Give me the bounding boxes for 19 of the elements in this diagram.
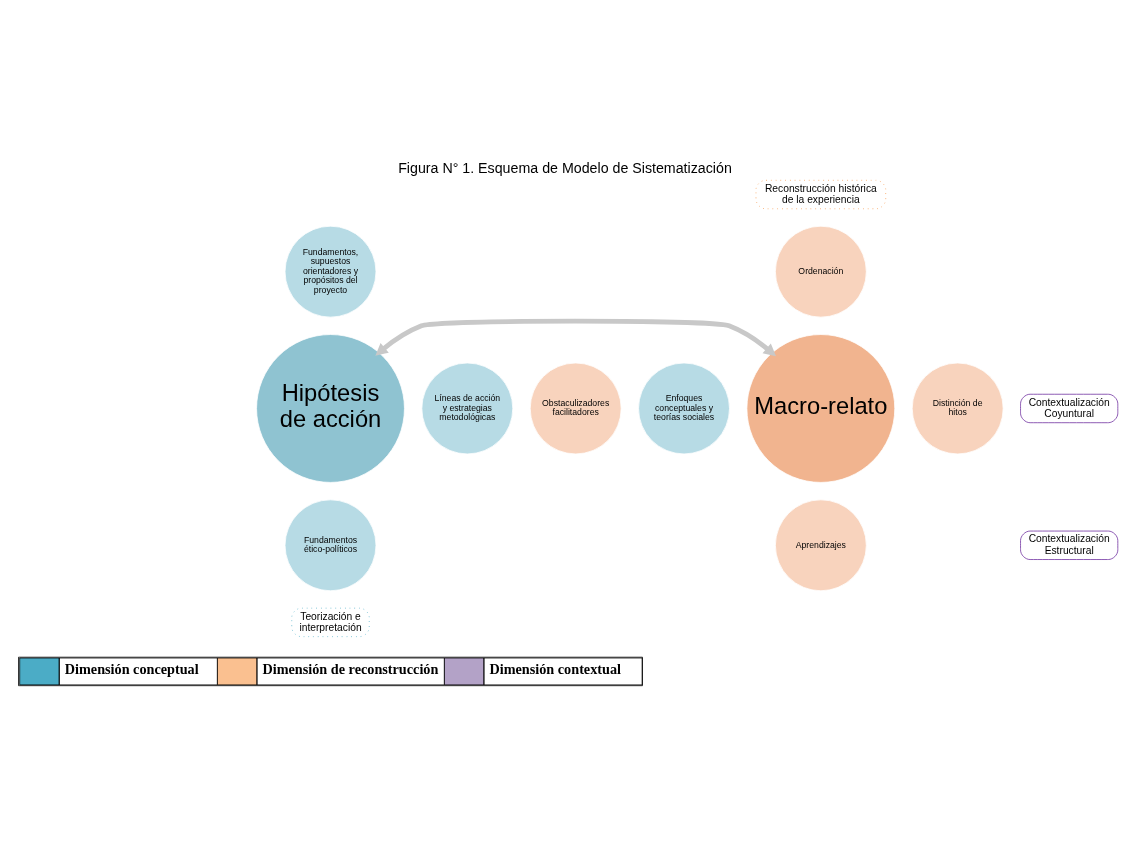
node-circle: Ordenación [774, 225, 867, 318]
node-box: Reconstrucción histórica de la experiencia [755, 179, 887, 209]
node-circle: Hipótesis de acción [256, 333, 405, 483]
node-box: Teorización e interpretación [291, 607, 370, 637]
legend-label: Dimensión contextual [489, 660, 621, 677]
diagram-title: Figura N° 1. Esquema de Modelo de Sistematización [398, 159, 732, 176]
node-circle: Aprendizajes [774, 498, 867, 591]
node-circle: Distinción de hitos [911, 362, 1004, 454]
node-box: Contextualización Estructural [1020, 530, 1119, 560]
node-circle: Enfoques conceptuales y teorías sociales [638, 362, 730, 454]
arrow [375, 318, 776, 356]
node-box: Contextualización Coyuntural [1020, 393, 1119, 423]
legend-label: Dimensión conceptual [64, 660, 199, 677]
node-circle: Fundamentos, supuestos orientadores y propósitos del proyecto [284, 225, 377, 318]
node-circle: Líneas de acción y estrategias metodológicas [421, 362, 514, 454]
node-circle: Obstaculizadores facilitadores [529, 362, 622, 454]
node-circle: Macro-relato [746, 333, 896, 483]
legend-label: Dimensión de reconstrucción [262, 660, 439, 677]
node-circle: Fundamentos ético-políticos [284, 498, 377, 591]
